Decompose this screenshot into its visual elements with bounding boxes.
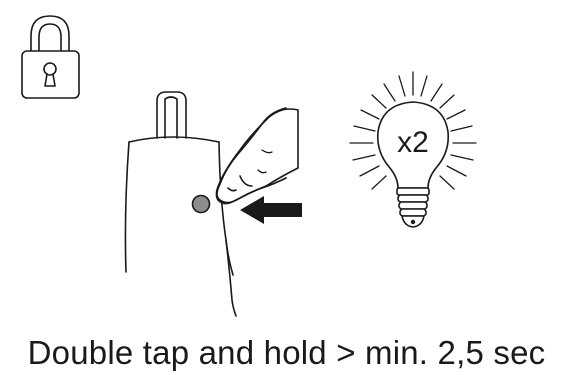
bulb-count-label: x2 [397,126,429,159]
arrow-left-icon [240,196,302,224]
instruction-caption: Double tap and hold > min. 2,5 sec [0,334,573,372]
socket-device-icon [125,92,236,316]
lightbulb-icon: x2 [350,72,476,227]
padlock-icon [22,16,79,98]
finger-icon [216,108,298,204]
device-button [193,196,210,213]
